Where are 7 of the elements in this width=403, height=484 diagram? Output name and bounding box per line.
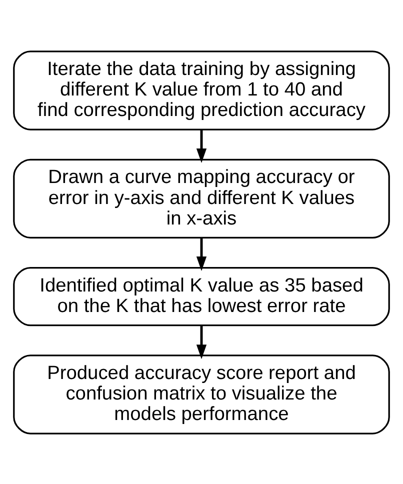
arrow xyxy=(196,238,207,271)
node-box: Produced accuracy score report and confusion matrix to visualize the models performance xyxy=(13,354,390,434)
arrow xyxy=(196,129,207,163)
node-box: Iterate the data training by assigning different K value from 1 to 40 and find corresponding prediction accuracy xyxy=(13,50,390,130)
node-box: Drawn a curve mapping accuracy or error in y-axis and different K values in x-axis xyxy=(13,158,390,238)
node-box: Identified optimal K value as 35 based on the K that has lowest error rate xyxy=(13,266,390,326)
arrow xyxy=(196,324,207,359)
